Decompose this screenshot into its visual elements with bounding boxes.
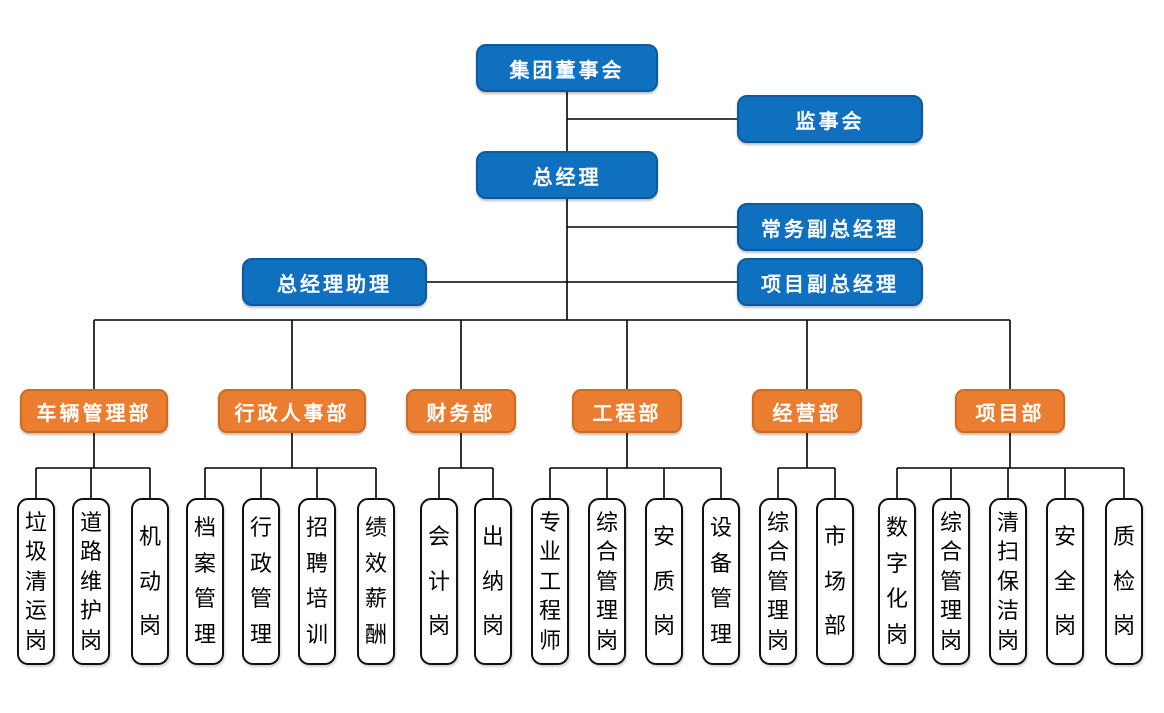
pos-professional-engineer: 专业工程师 [531,498,569,665]
pos-general-management-eng: 综合管理岗 [588,498,626,665]
pos-archives-management: 档案管理 [186,498,224,665]
pos-label: 市场部 [823,524,846,638]
pos-quality-inspection: 质检岗 [1105,498,1143,665]
pos-label: 垃圾清运岗 [24,509,47,653]
pos-performance-compensation: 绩效薪酬 [357,498,395,665]
node-group-board: 集团董事会 [476,44,658,92]
pos-label: 综合管理岗 [595,509,618,653]
pos-safety: 安全岗 [1046,498,1084,665]
pos-digitalization: 数字化岗 [878,498,916,665]
pos-label: 综合管理岗 [766,509,789,653]
pos-recruiting-training: 招聘培训 [298,498,336,665]
node-general-manager: 总经理 [476,151,658,199]
pos-marketing: 市场部 [816,498,854,665]
pos-label: 档案管理 [193,515,216,647]
pos-label: 行政管理 [249,515,272,647]
pos-label: 综合管理岗 [939,509,962,653]
pos-equipment-management: 设备管理 [702,498,740,665]
pos-administration: 行政管理 [242,498,280,665]
node-supervisory-board: 监事会 [737,95,923,143]
pos-label: 质检岗 [1112,524,1135,638]
pos-cleaning: 清扫保洁岗 [989,498,1027,665]
pos-label: 数字化岗 [885,515,908,647]
node-executive-deputy-gm: 常务副总经理 [737,203,923,251]
dept-engineering: 工程部 [572,389,682,433]
pos-general-management-prj: 综合管理岗 [932,498,970,665]
pos-label: 绩效薪酬 [364,515,387,647]
pos-cashier: 出纳岗 [474,498,512,665]
pos-road-maintenance: 道路维护岗 [72,498,110,665]
dept-finance: 财务部 [406,389,516,433]
pos-label: 机动岗 [138,524,161,638]
pos-accounting: 会计岗 [420,498,458,665]
dept-project: 项目部 [955,389,1065,433]
pos-label: 安质岗 [652,524,675,638]
pos-garbage-removal: 垃圾清运岗 [17,498,55,665]
pos-label: 清扫保洁岗 [996,509,1019,653]
node-gm-assistant: 总经理助理 [242,258,427,306]
pos-label: 设备管理 [709,515,732,647]
pos-general-management-biz: 综合管理岗 [759,498,797,665]
pos-label: 专业工程师 [538,509,561,653]
pos-safety-quality: 安质岗 [645,498,683,665]
pos-label: 出纳岗 [481,524,504,638]
pos-label: 会计岗 [427,524,450,638]
pos-label: 道路维护岗 [79,509,102,653]
pos-label: 招聘培训 [305,515,328,647]
node-project-deputy-gm: 项目副总经理 [737,258,923,306]
dept-business: 经营部 [752,389,862,433]
pos-mobile: 机动岗 [131,498,169,665]
pos-label: 安全岗 [1053,524,1076,638]
dept-admin-hr: 行政人事部 [218,389,366,433]
dept-vehicle-management: 车辆管理部 [20,389,168,433]
